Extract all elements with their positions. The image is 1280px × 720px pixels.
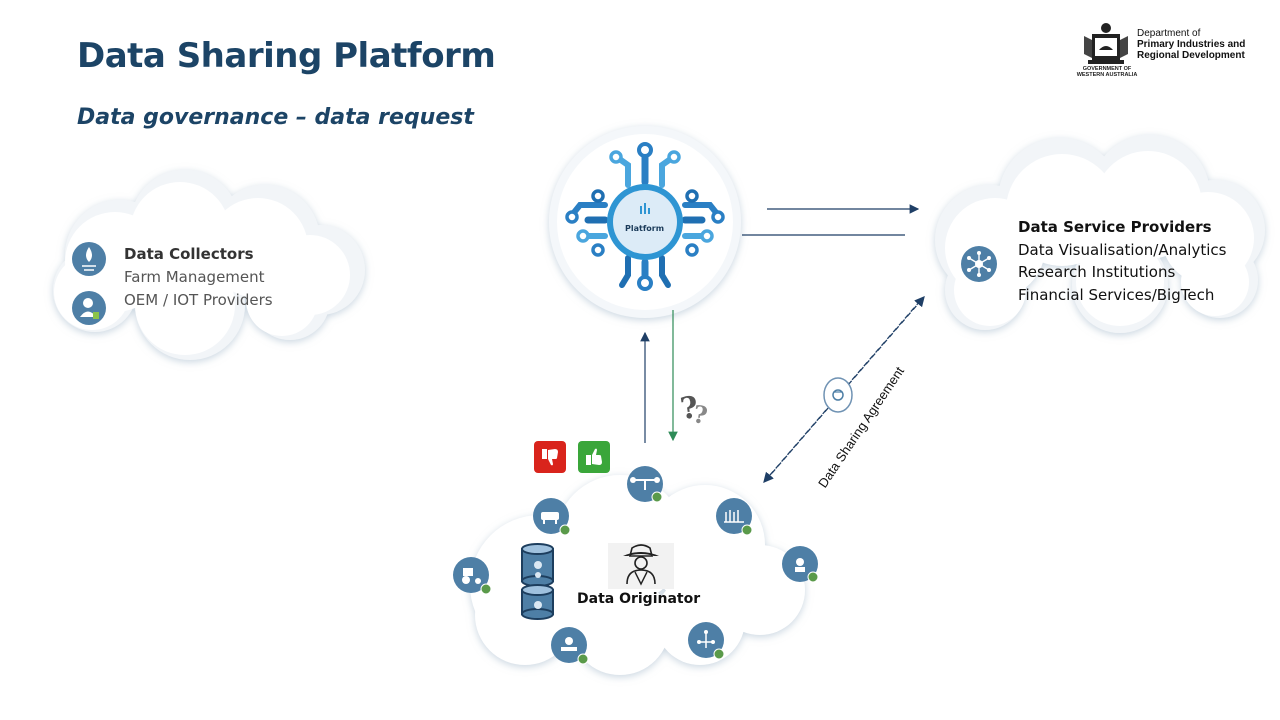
cattle-icon [533,498,571,536]
collector-item-farm-management: Farm Management [124,268,265,286]
logo-line-3: Regional Development [1137,50,1245,61]
thumbs-up-icon[interactable] [578,441,610,473]
logo-line-1: Department of [1137,28,1201,39]
wa-crest-icon [1084,23,1128,64]
thumbs-down-icon[interactable] [534,441,566,473]
weather-station-icon [551,627,589,665]
data-collectors-title: Data Collectors [124,245,254,263]
platform-hub[interactable] [549,126,741,318]
service-providers-cloud [935,135,1265,333]
page-title: Data Sharing Platform [77,36,496,76]
field-icon [716,498,753,536]
service-item-visualisation: Data Visualisation/Analytics [1018,241,1227,259]
svg-text:?: ? [678,390,700,427]
data-originator-label: Data Originator [577,591,701,607]
page-subtitle: Data governance – data request [77,105,474,130]
svg-text:?: ? [691,399,710,430]
dpird-logo: GOVERNMENT OF WESTERN AUSTRALIA Departme… [1076,20,1256,80]
network-icon [688,622,725,660]
service-item-research: Research Institutions [1018,263,1176,281]
drone-icon [627,466,663,503]
database-icon [521,584,554,620]
service-item-financial: Financial Services/BigTech [1018,286,1215,304]
logo-line-2: Primary Industries and [1137,39,1246,50]
sensor-icon [782,546,819,583]
collector-item-oem-iot: OEM / IOT Providers [124,291,273,309]
logo-government-text: GOVERNMENT OF WESTERN AUSTRALIA [1076,66,1138,78]
farmer-icon [608,543,674,589]
logo-department-text: Department of Primary Industries and Reg… [1137,28,1245,61]
sprout-drop-icon [72,242,106,276]
platform-label: Platform [625,224,665,233]
database-icon [521,543,554,587]
chart-mini-icon [640,203,650,214]
question-marks-icon: ? ? [678,390,710,430]
network-hub-icon [961,246,997,282]
agreement-contract-icon [823,377,853,413]
circuit-icon [565,142,725,291]
tractor-icon [453,557,492,595]
service-providers-title: Data Service Providers [1018,218,1212,236]
person-device-icon [72,291,106,325]
